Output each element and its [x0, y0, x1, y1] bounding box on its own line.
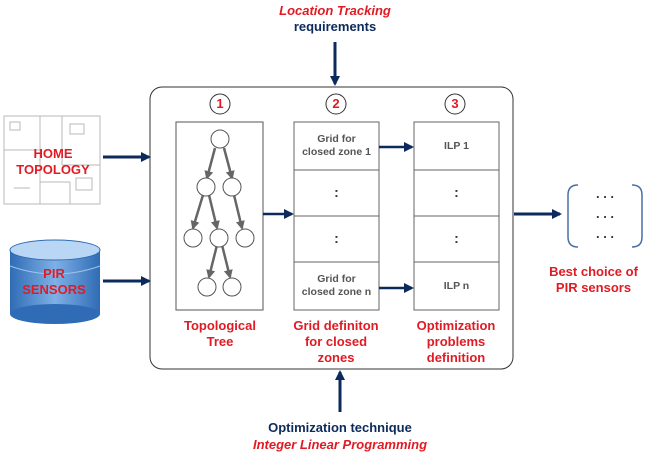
ilp-cell-dots-1: :	[454, 184, 459, 200]
step-number-3: 3	[451, 96, 459, 111]
ilp-cell-last: ILP n	[443, 280, 470, 292]
grid-cell-dots-2: :	[334, 230, 339, 246]
top-input-subtitle: requirements	[293, 19, 377, 34]
floor-plan-icon	[3, 115, 101, 205]
bottom-input-title: Optimization technique	[268, 420, 412, 435]
step-caption-2-line2: for closed	[304, 334, 368, 349]
home-topology-line1: HOME	[33, 146, 73, 161]
grid-cell-last-line2: closed zone n	[301, 286, 372, 298]
tree-edges	[190, 147, 245, 279]
matrix-row-1: . . .	[595, 186, 615, 201]
output-caption-line2: PIR sensors	[555, 280, 632, 295]
bottom-input-subtitle: Integer Linear Programming	[252, 437, 428, 452]
pir-sensors-label: PIR SENSORS	[4, 266, 104, 298]
grid-cell-dots-1: :	[334, 184, 339, 200]
tree-nodes	[183, 129, 255, 297]
grid-column	[293, 121, 380, 311]
pir-sensors-line1: PIR	[43, 266, 65, 281]
step-number-2: 2	[332, 96, 340, 111]
output-caption-line1: Best choice of	[549, 264, 638, 279]
grid-cell-first-line1: Grid for	[317, 133, 356, 145]
step-caption-3-line1: Optimization	[416, 318, 496, 333]
step-caption-2-line3: zones	[317, 350, 355, 365]
ilp-cell-first: ILP 1	[444, 140, 469, 152]
step-caption-1-line2: Tree	[206, 334, 234, 349]
matrix-row-3: . . .	[595, 226, 615, 241]
matrix-row-2: . . .	[595, 206, 615, 221]
grid-cell-last-line1: Grid for	[317, 273, 356, 285]
tree-box	[175, 121, 264, 311]
top-input-title: Location Tracking	[279, 3, 391, 18]
step-caption-2-line1: Grid definiton	[293, 318, 379, 333]
ilp-cell-dots-2: :	[454, 230, 459, 246]
database-icon	[9, 239, 101, 324]
home-topology-line2: TOPOLOGY	[16, 162, 90, 177]
step-circles	[209, 93, 466, 115]
pir-sensors-line2: SENSORS	[22, 282, 86, 297]
step-number-1: 1	[216, 96, 224, 111]
step-caption-3-line2: problems	[426, 334, 486, 349]
grid-cell-first: Grid for closed zone 1	[294, 133, 379, 159]
step-caption-3-line3: definition	[426, 350, 486, 365]
grid-cell-last: Grid for closed zone n	[294, 273, 379, 299]
grid-cell-first-line2: closed zone 1	[302, 146, 371, 158]
step-caption-1-line1: Topological	[184, 318, 256, 333]
home-topology-label: HOME TOPOLOGY	[0, 146, 106, 178]
ilp-column	[413, 121, 500, 311]
matrix-brackets	[567, 184, 643, 248]
step-caption-1: Topological Tree	[160, 318, 280, 350]
step-caption-2: Grid definiton for closed zones	[276, 318, 396, 366]
output-caption: Best choice of PIR sensors	[530, 264, 657, 296]
step-caption-3: Optimization problems definition	[396, 318, 516, 366]
